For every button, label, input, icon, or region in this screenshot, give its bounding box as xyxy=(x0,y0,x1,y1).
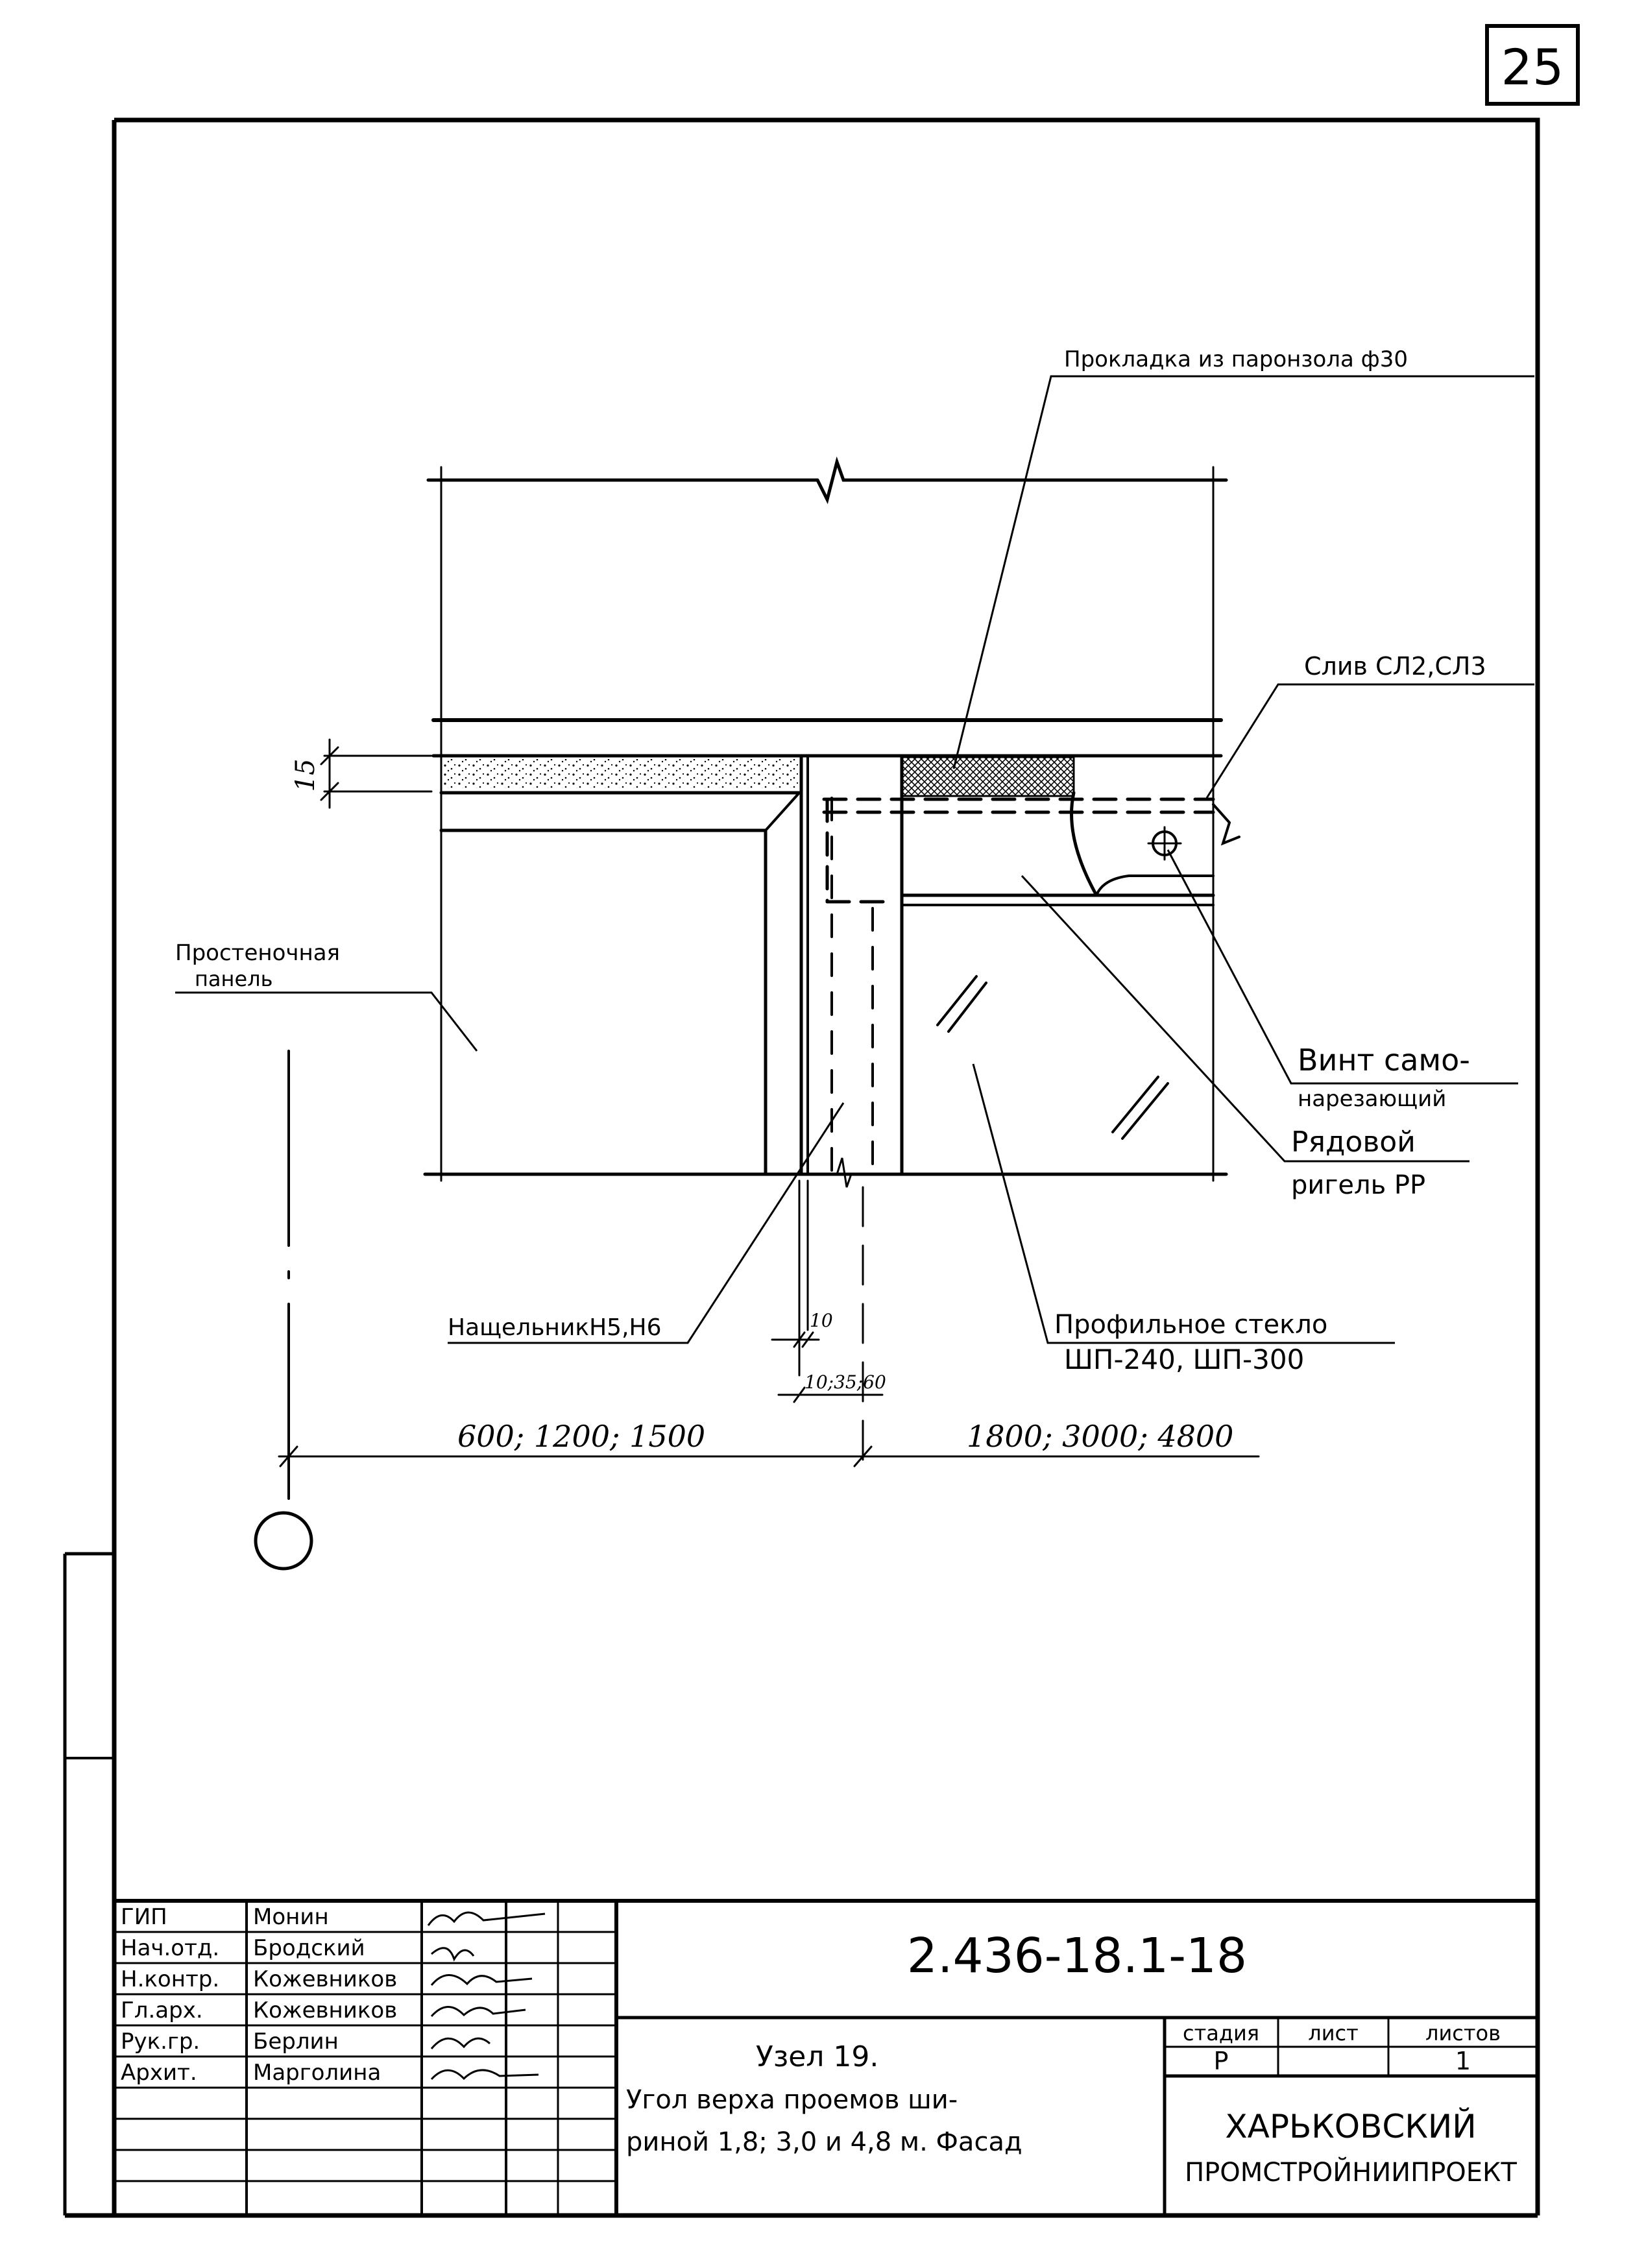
drawing-frame xyxy=(63,117,1540,2218)
sheet-number-box: 25 xyxy=(1485,24,1580,106)
title-block-text: 2.436-18.1-18 Узел 19. Угол верха проемо… xyxy=(626,1928,1517,2188)
col-sheets-label: листов xyxy=(1425,2021,1501,2045)
callout-labels: Прокладка из паронзола ф30 Слив СЛ2,СЛ3 … xyxy=(175,346,1486,1375)
callout-pier-panel-1: Простеночная xyxy=(175,940,340,966)
dimension-labels: 15 10 10;35;60 600; 1200; 1500 1800; 300… xyxy=(291,759,1233,1454)
staff-role: Рук.гр. xyxy=(121,2029,200,2055)
callout-rail-1: Рядовой xyxy=(1291,1126,1416,1159)
staff-role: Гл.арх. xyxy=(121,1997,203,2023)
callout-glass-2: ШП-240, ШП-300 xyxy=(1064,1344,1304,1375)
doc-code: 2.436-18.1-18 xyxy=(907,1928,1247,1984)
callout-screw-2: нарезающий xyxy=(1298,1086,1446,1112)
dim-strip-gap: 10 xyxy=(810,1310,833,1331)
callout-rail-2: ригель РР xyxy=(1291,1170,1425,1200)
dim-gasket-thickness: 15 xyxy=(291,759,321,792)
stage-value: Р xyxy=(1214,2047,1229,2075)
title-line-1: Узел 19. xyxy=(756,2040,878,2073)
dim-strip-breakdown: 10;35;60 xyxy=(804,1371,886,1393)
callout-cover-strip: НащельникН5,Н6 xyxy=(448,1314,661,1341)
staff-name: Кожевников xyxy=(253,1997,397,2023)
callout-gasket: Прокладка из паронзола ф30 xyxy=(1064,346,1408,372)
title-line-3: риной 1,8; 3,0 и 4,8 м. Фасад xyxy=(626,2127,1022,2157)
callout-glass-1: Профильное стекло xyxy=(1054,1310,1327,1340)
callout-drip: Слив СЛ2,СЛ3 xyxy=(1304,652,1486,681)
callout-screw-1: Винт само- xyxy=(1298,1043,1470,1078)
staff-name: Бродский xyxy=(253,1935,365,1961)
staff-role: Нач.отд. xyxy=(121,1935,219,1961)
sheet-number: 25 xyxy=(1501,38,1564,96)
staff-role: Архит. xyxy=(121,2060,197,2086)
node-geometry xyxy=(254,456,1260,1571)
staff-role: Н.контр. xyxy=(121,1966,219,1992)
staff-name: Кожевников xyxy=(253,1966,397,1992)
staff-role: ГИП xyxy=(121,1904,167,1930)
signatures xyxy=(427,1911,546,2081)
staff-name: Марголина xyxy=(253,2060,381,2086)
sheets-value: 1 xyxy=(1455,2047,1471,2075)
leader-lines xyxy=(175,375,1534,1458)
title-block xyxy=(114,1899,1538,2215)
staff-name: Берлин xyxy=(253,2029,339,2055)
callout-pier-panel-2: панель xyxy=(195,967,272,991)
col-sheet-label: лист xyxy=(1308,2021,1358,2045)
title-line-2: Угол верха проемов ши- xyxy=(626,2085,958,2115)
dim-left-spans: 600; 1200; 1500 xyxy=(457,1419,705,1454)
org-line-1: ХАРЬКОВСКИЙ xyxy=(1225,2107,1476,2145)
org-line-2: ПРОМСТРОЙНИИПРОЕКТ xyxy=(1185,2156,1517,2188)
staff-name: Монин xyxy=(253,1904,329,1930)
col-stage-label: стадия xyxy=(1183,2021,1259,2045)
axis-marker-circle xyxy=(254,1511,313,1571)
dim-right-spans: 1800; 3000; 4800 xyxy=(967,1419,1233,1454)
